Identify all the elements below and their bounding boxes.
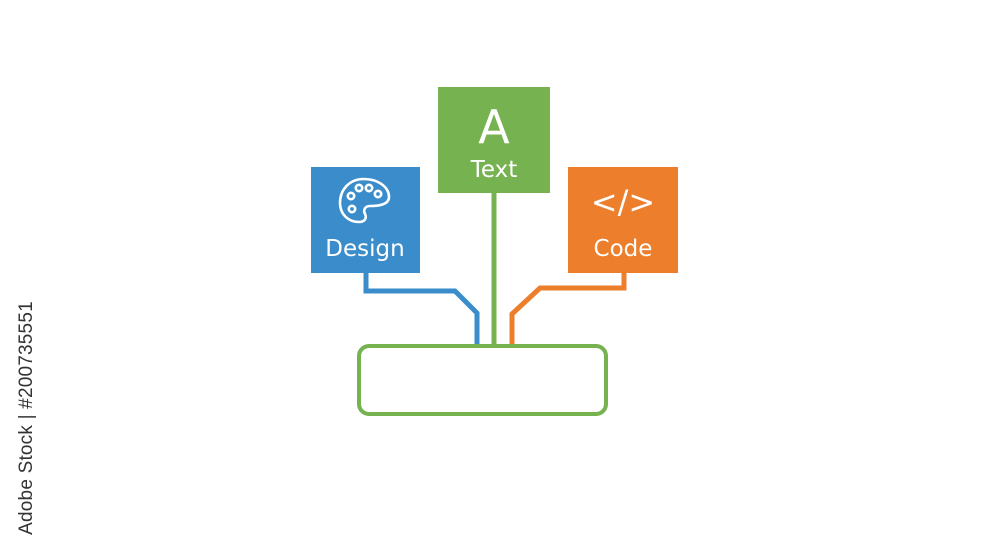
- palette-icon: [338, 177, 391, 224]
- letter-a-icon: A: [478, 100, 510, 154]
- base-container: [357, 344, 608, 416]
- watermark-text: Adobe Stock | #200735551: [16, 301, 37, 535]
- text-box-label: Text: [470, 157, 518, 183]
- code-box: </> Code: [568, 167, 678, 273]
- design-box-label: Design: [325, 236, 404, 262]
- design-connector-line: [363, 270, 480, 346]
- code-connector-line: [509, 270, 627, 346]
- design-box: Design: [311, 167, 420, 273]
- text-box-background: [438, 87, 550, 193]
- code-brackets-icon: </>: [591, 183, 655, 221]
- code-box-label: Code: [594, 236, 653, 262]
- code-box-background: [568, 167, 678, 273]
- text-box: A Text: [438, 87, 550, 193]
